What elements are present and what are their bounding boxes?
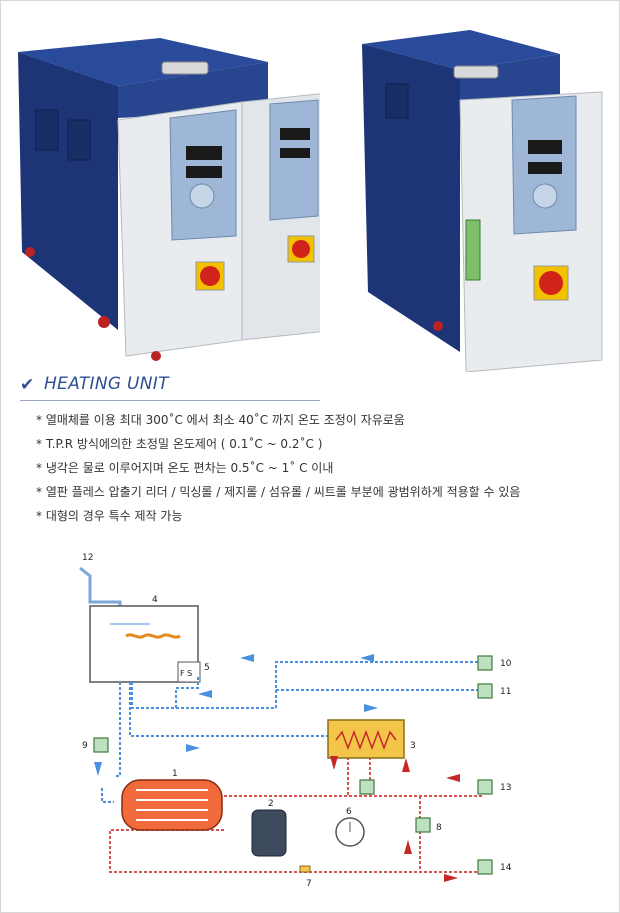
heat-exchanger	[327, 719, 405, 759]
valve-11	[477, 683, 493, 699]
label-7: 7	[306, 879, 312, 889]
valve-14	[477, 859, 493, 875]
section-heading: ✔ HEATING UNIT	[20, 374, 320, 401]
red-pipe	[109, 829, 482, 873]
label-1: 1	[172, 769, 178, 779]
feature-item: * 냉각은 물로 이루어지며 온도 편차는 0.5˚C ~ 1˚ C 이내	[36, 461, 334, 475]
vent-pipe	[79, 566, 122, 608]
label-3: 3	[410, 741, 416, 751]
arrow-left-icon	[198, 690, 212, 698]
arrow-left-icon	[240, 654, 254, 662]
valve-center	[359, 779, 375, 795]
label-5: 5	[204, 663, 210, 673]
label-12: 12	[82, 553, 93, 563]
arrow-left-icon	[360, 654, 374, 662]
label-14: 14	[500, 863, 512, 873]
heading-title: HEATING UNIT	[44, 374, 169, 394]
arrow-up-icon	[402, 758, 410, 772]
valve-8	[415, 817, 431, 833]
blue-pipe	[129, 682, 328, 737]
blue-pipe	[116, 682, 121, 777]
arrow-right-icon	[364, 704, 378, 712]
dual-unit-photo	[18, 38, 320, 361]
blue-pipe	[176, 661, 482, 709]
valve-9	[93, 737, 109, 753]
feature-item: * 열판 플레스 압출기 리더 / 믹싱롤 / 제지롤 / 섬유롤 / 씨트롤 …	[36, 485, 521, 499]
valve-13	[477, 779, 493, 795]
label-4: 4	[152, 595, 158, 605]
feature-item: * 열매체를 이용 최대 300˚C 에서 최소 40˚C 까지 온도 조정이 …	[36, 413, 405, 427]
piping-diagram: 1 2 3 4 5 6 7 8 9 10 11 12 13 14 F S	[79, 553, 512, 889]
label-10: 10	[500, 659, 512, 669]
arrow-down-icon	[330, 756, 338, 770]
arrow-down-icon	[94, 762, 102, 776]
feature-item: * T.P.R 방식에의한 초정밀 온도제어 ( 0.1˚C ~ 0.2˚C )	[36, 437, 323, 451]
arrow-right-icon	[444, 874, 458, 882]
arrow-left-icon	[446, 774, 460, 782]
feature-item: * 대형의 경우 특수 제작 가능	[36, 509, 183, 523]
pump	[251, 809, 287, 857]
label-11: 11	[500, 687, 511, 697]
label-6: 6	[346, 807, 352, 817]
valve-10	[477, 655, 493, 671]
label-8: 8	[436, 823, 442, 833]
main-heater	[121, 779, 223, 831]
blue-pipe	[131, 676, 199, 709]
feature-list: * 열매체를 이용 최대 300˚C 에서 최소 40˚C 까지 온도 조정이 …	[36, 408, 606, 528]
fs-label: F S	[180, 669, 192, 678]
label-9: 9	[82, 741, 88, 751]
single-unit-photo	[362, 30, 603, 372]
checkmark-icon: ✔	[20, 375, 35, 395]
drain-fitting	[299, 865, 311, 873]
label-2: 2	[268, 799, 274, 809]
heater-coil	[125, 633, 181, 639]
label-13: 13	[500, 783, 511, 793]
arrow-up-icon	[404, 840, 412, 854]
arrow-right-icon	[186, 744, 200, 752]
blue-pipe	[101, 788, 114, 803]
